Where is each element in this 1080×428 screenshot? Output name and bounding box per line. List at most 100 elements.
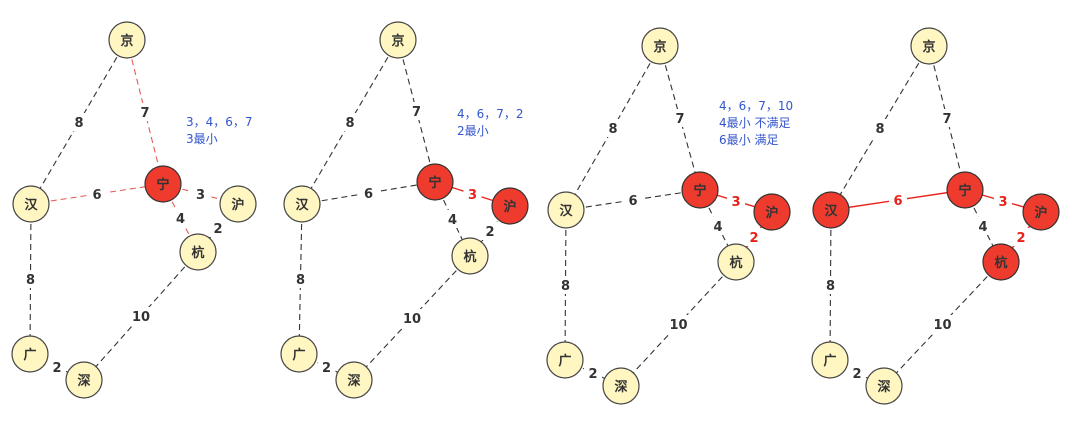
edge-weight-bg (171, 209, 190, 227)
step-note: 6最小 满足 (719, 133, 778, 147)
node-shen (65, 361, 103, 399)
edge-weight-bg (136, 103, 154, 121)
node-label-hu: 沪 (765, 205, 778, 221)
edge-weight-label: 3 (196, 188, 205, 203)
edge-weight-bg (745, 228, 763, 246)
edge-weight-bg (889, 191, 907, 209)
node-hang (451, 237, 489, 275)
edge-weight-label: 6 (893, 194, 902, 209)
step-note: 4，6，7，2 (457, 107, 524, 121)
edge-weight-label: 2 (213, 222, 222, 237)
node-ning (946, 171, 984, 209)
edge-weight-label: 4 (176, 212, 185, 227)
edge-weight-label: 7 (675, 112, 684, 127)
edge-weight-label: 2 (852, 367, 861, 382)
node-label-shen: 深 (77, 373, 90, 389)
node-han (547, 191, 585, 229)
edge-weight-bg (671, 109, 689, 127)
node-label-ning: 宁 (156, 177, 169, 193)
edge-weight-bg (209, 219, 227, 237)
node-label-han: 汉 (559, 203, 573, 219)
node-ning (681, 171, 719, 209)
edge-weight-label: 2 (588, 367, 597, 382)
edge-weight-bg (88, 185, 106, 203)
node-label-ning: 宁 (693, 183, 706, 199)
node-label-shen: 深 (614, 379, 627, 395)
edge-weight-label: 10 (132, 310, 150, 325)
node-label-hang: 杭 (729, 255, 742, 271)
edge-weight-label: 4 (713, 220, 722, 235)
edge-weight-bg (443, 210, 462, 228)
edge-weight-label: 4 (978, 220, 987, 235)
edge-weight-label: 8 (608, 122, 617, 137)
edge-weight-label: 7 (140, 106, 149, 121)
edge-weight-bg (317, 358, 336, 376)
edge-han-ning (301, 181, 436, 205)
node-label-shen: 深 (347, 373, 360, 389)
node-label-hu: 沪 (503, 199, 516, 215)
node-label-guang: 广 (292, 347, 305, 363)
edge-weight-label: 8 (561, 279, 570, 294)
edge-weight-label: 2 (1016, 231, 1025, 246)
node-ning (416, 163, 454, 201)
edge-weight-label: 8 (826, 279, 835, 294)
node-hu (1022, 193, 1060, 231)
node-label-hang: 杭 (191, 245, 204, 261)
edge-weight-label: 8 (875, 122, 884, 137)
edge-weight-label: 6 (364, 187, 373, 202)
node-shen (865, 367, 903, 405)
edge-weight-label: 10 (403, 312, 421, 327)
edge-weight-bg (403, 309, 421, 327)
edge-weight-label: 3 (731, 195, 740, 210)
edge-weight-bg (48, 358, 66, 376)
node-label-jing: 京 (922, 39, 935, 55)
edge-weight-label: 2 (485, 225, 494, 240)
node-label-hu: 沪 (231, 197, 244, 213)
edge-weight-bg (21, 270, 40, 288)
node-guang (11, 335, 49, 373)
node-hang (982, 243, 1020, 281)
node-label-ning: 宁 (958, 183, 971, 199)
node-hu (491, 187, 529, 225)
node-label-han: 汉 (24, 197, 38, 213)
node-label-shen: 深 (877, 379, 890, 395)
node-jing (108, 21, 146, 59)
step-note: 3，4，6，7 (186, 115, 253, 129)
node-hu (219, 185, 257, 223)
step-note: 4，6，7，10 (719, 99, 793, 113)
node-shen (602, 367, 640, 405)
edge-weight-label: 3 (468, 188, 477, 203)
node-hang (179, 233, 217, 271)
edge-weight-label: 2 (749, 231, 758, 246)
edge-weight-bg (556, 276, 575, 294)
node-jing (910, 27, 948, 65)
node-han (12, 185, 50, 223)
edge-weight-label: 8 (74, 116, 83, 131)
step-note: 4最小 不满足 (719, 116, 790, 130)
node-label-han: 汉 (824, 203, 838, 219)
node-hu (753, 193, 791, 231)
edge-weight-bg (624, 191, 642, 209)
node-jing (641, 27, 679, 65)
node-label-jing: 京 (653, 39, 666, 55)
edge-weight-bg (727, 192, 745, 210)
edge-weight-bg (848, 364, 866, 382)
edge-weight-bg (938, 109, 956, 127)
node-label-jing: 京 (391, 33, 404, 49)
node-label-han: 汉 (295, 197, 309, 213)
edge-weight-bg (463, 185, 482, 203)
edge-weight-label: 8 (296, 273, 305, 288)
node-han (812, 191, 850, 229)
edge-weight-label: 2 (322, 361, 331, 376)
edge-weight-bg (1012, 228, 1030, 246)
edge-weight-bg (821, 276, 840, 294)
node-guang (811, 341, 849, 379)
edge-weight-bg (604, 119, 622, 137)
step-note: 3最小 (186, 132, 218, 146)
edge-weight-bg (481, 222, 499, 240)
